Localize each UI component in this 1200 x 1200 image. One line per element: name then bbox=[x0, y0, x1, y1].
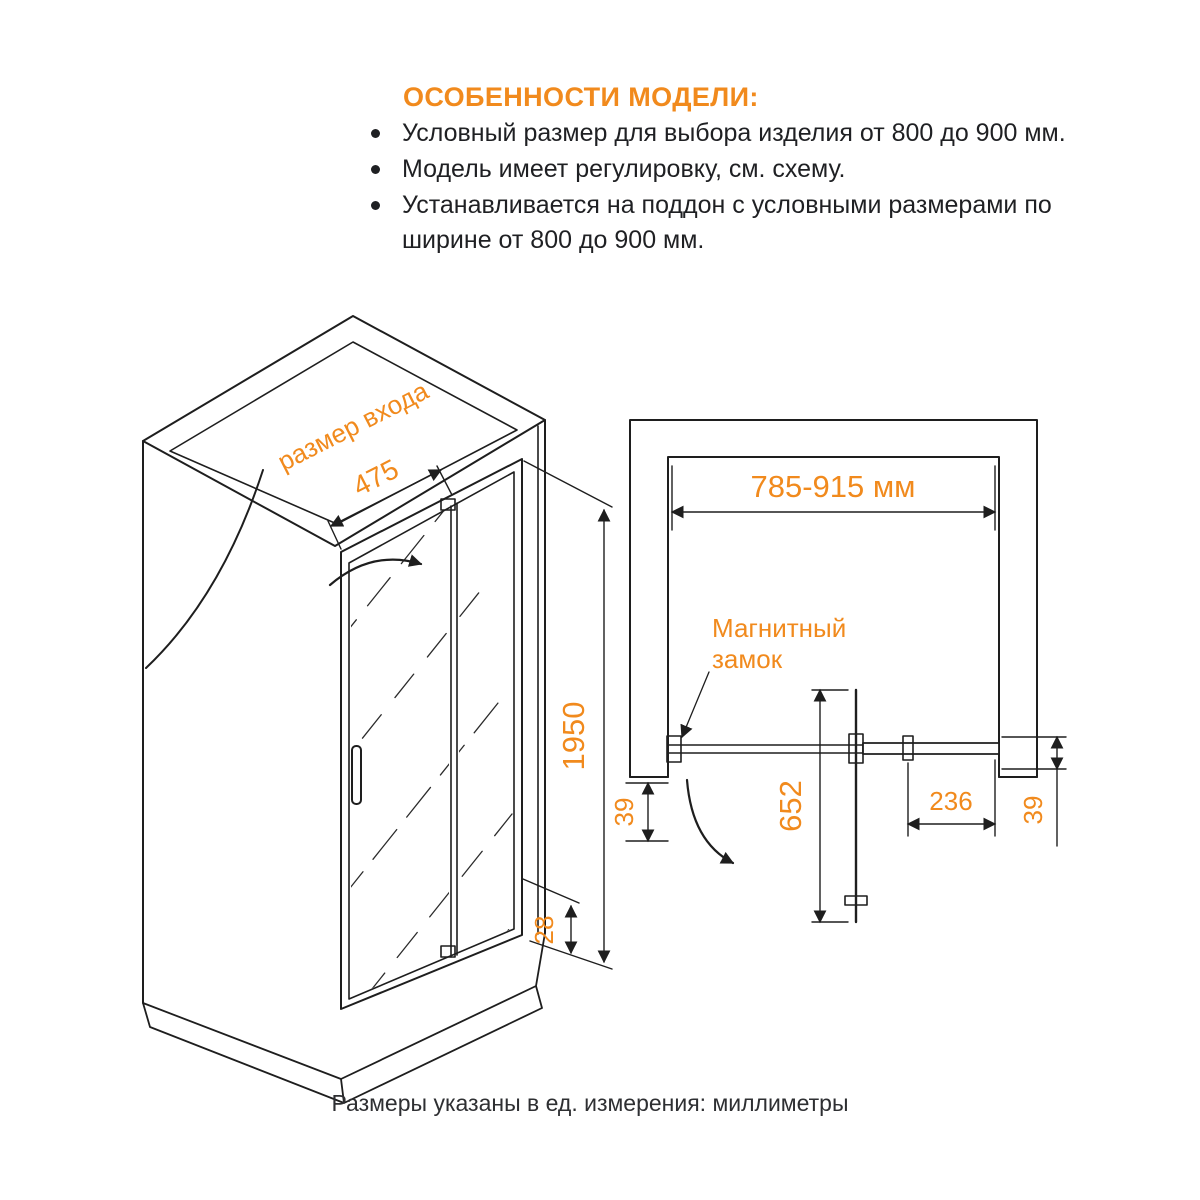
extension-lines bbox=[811, 689, 849, 923]
plan-view: 785-915 мм Магнитный замок 652 236 39 39 bbox=[609, 419, 1067, 924]
threshold-value: 28 bbox=[529, 916, 559, 945]
door-height-value: 1950 bbox=[556, 702, 591, 771]
door-swing-arc bbox=[685, 778, 735, 865]
entrance-size-label: размер входа bbox=[273, 375, 434, 477]
entrance-width-value: 475 bbox=[348, 453, 404, 502]
tray-base-lines bbox=[142, 932, 546, 1104]
extension-lines bbox=[522, 878, 580, 904]
left-adjust-value: 39 bbox=[609, 798, 639, 827]
iso-view: размер входа 475 1950 28 bbox=[142, 315, 613, 1104]
door-handle-plan bbox=[844, 895, 868, 906]
iso-labels: размер входа 475 1950 28 bbox=[273, 375, 591, 944]
plan-door-assembly bbox=[666, 671, 1000, 924]
dim-right-adjust bbox=[1001, 735, 1067, 847]
wall-profile bbox=[666, 735, 682, 763]
plan-dimensions bbox=[625, 465, 1067, 924]
door-frame-outer bbox=[340, 458, 523, 1010]
fixed-panel-value: 236 bbox=[929, 786, 972, 816]
plan-walls bbox=[629, 419, 1038, 778]
extension-lines bbox=[523, 460, 613, 970]
fixed-panel bbox=[862, 742, 1000, 755]
magnet-leader-line bbox=[680, 671, 710, 739]
dimension-line bbox=[329, 469, 443, 527]
wall-inner bbox=[667, 456, 1000, 778]
panel-bracket bbox=[902, 735, 914, 761]
bottom-bracket bbox=[440, 945, 456, 958]
feature-item: Условный размер для выбора изделия от 80… bbox=[366, 116, 1126, 151]
wall-outer bbox=[629, 419, 1038, 778]
iso-dimensions bbox=[327, 460, 613, 970]
door-mullion bbox=[450, 502, 458, 958]
width-range-value: 785-915 мм bbox=[750, 469, 915, 504]
wall-decor-curve bbox=[145, 469, 264, 669]
right-adjust-value: 39 bbox=[1018, 796, 1048, 825]
magnet-lock-label-line1: Магнитный bbox=[712, 613, 846, 643]
enclosure-outline bbox=[142, 315, 546, 1104]
dim-door-panel bbox=[811, 688, 849, 924]
dim-door-height bbox=[523, 460, 613, 970]
top-rim-inner bbox=[169, 341, 518, 525]
door-panel-value: 652 bbox=[773, 780, 808, 832]
glass-hatch-lines bbox=[351, 473, 513, 997]
dim-threshold bbox=[522, 878, 580, 955]
units-note: Размеры указаны в ед. измерения: миллиме… bbox=[331, 1090, 849, 1116]
door-frame-inner bbox=[348, 471, 515, 1000]
dim-fixed-panel bbox=[906, 759, 997, 837]
dim-entrance-width bbox=[327, 465, 453, 550]
magnet-lock-label-line2: замок bbox=[712, 644, 783, 674]
dim-width-range bbox=[670, 465, 997, 531]
door-swing-arrow bbox=[328, 554, 423, 587]
feature-item: Модель имеет регулировку, см. схему. bbox=[366, 152, 1126, 187]
feature-item: Устанавливается на поддон с условными ра… bbox=[366, 188, 1126, 258]
door-handle bbox=[351, 745, 362, 805]
dim-left-adjust bbox=[625, 781, 669, 843]
features-title: ОСОБЕННОСТИ МОДЕЛИ: bbox=[403, 82, 759, 112]
plan-labels: 785-915 мм Магнитный замок 652 236 39 39 bbox=[609, 469, 1048, 832]
extension-lines bbox=[671, 465, 996, 531]
features-list: Условный размер для выбора изделия от 80… bbox=[366, 116, 1126, 259]
shower-door bbox=[328, 458, 523, 1010]
